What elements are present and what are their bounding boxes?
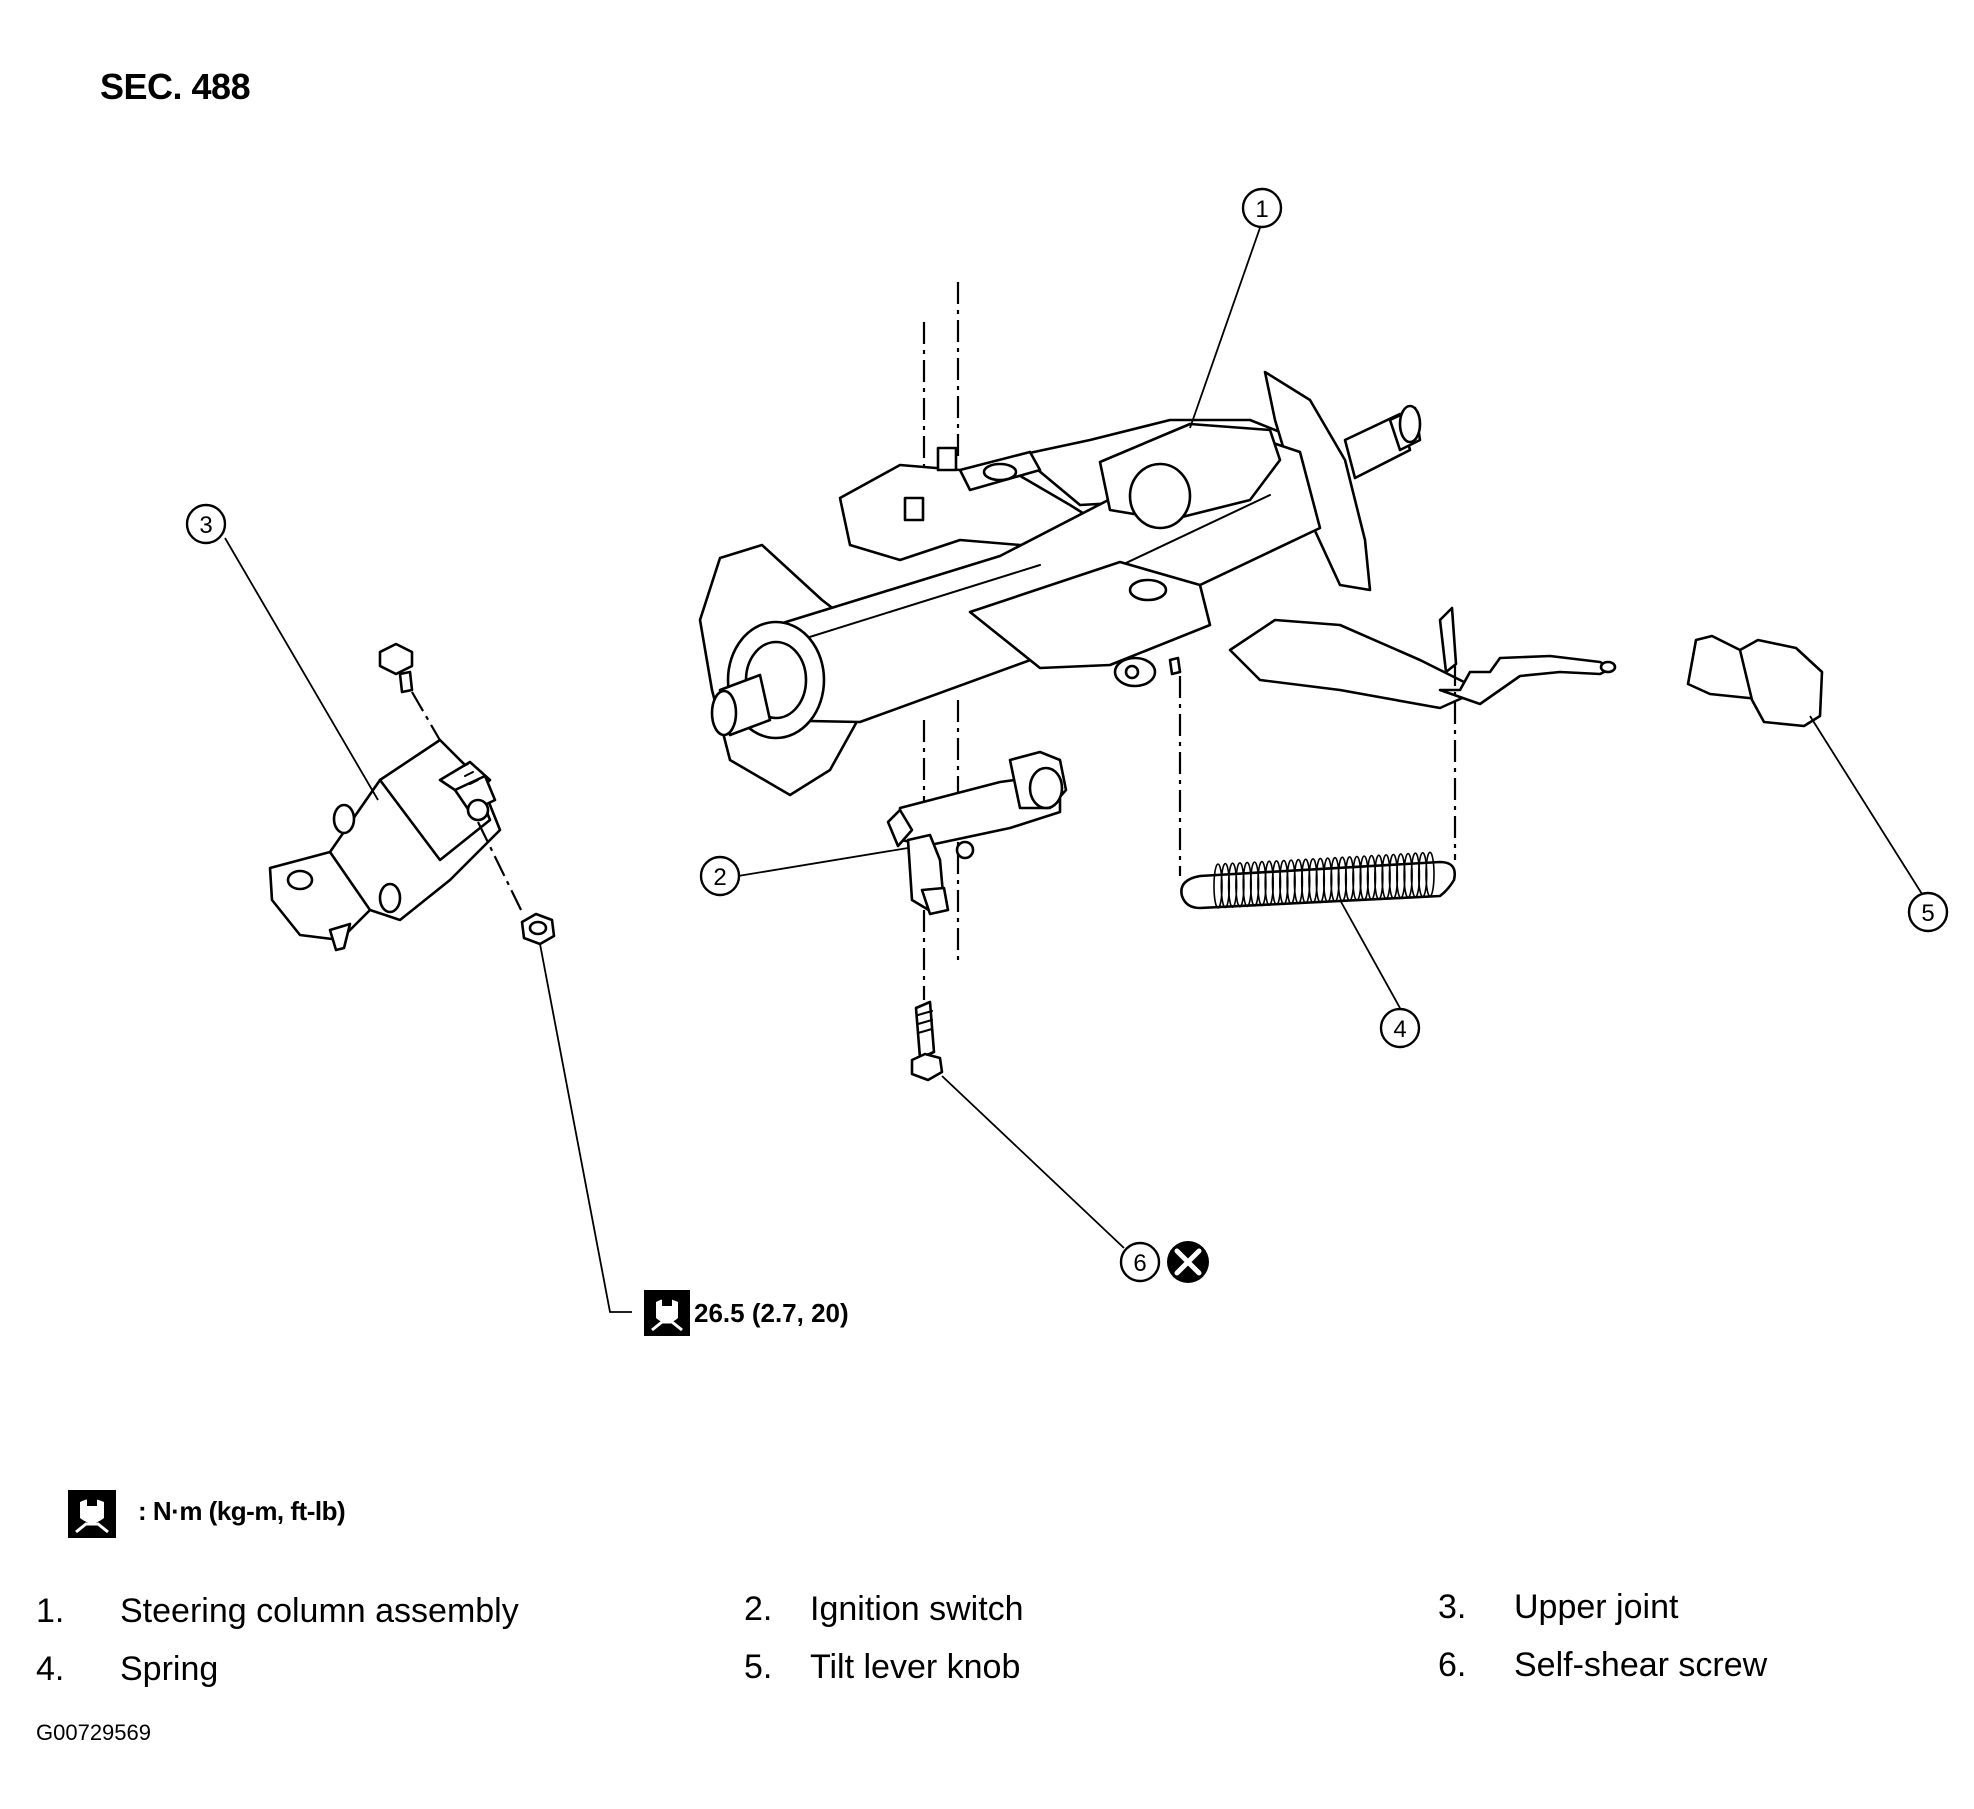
spring-coil — [1425, 851, 1435, 898]
callout-2: 2 — [699, 855, 741, 897]
callout-4-number: 4 — [1393, 1016, 1406, 1043]
figure-id: G00729569 — [36, 1720, 151, 1745]
torque-wrench-icon — [68, 1490, 116, 1538]
callout-4: 4 — [1379, 1007, 1421, 1049]
upper-joint — [268, 642, 556, 952]
torque-unit-legend: : N·m (kg-m, ft-lb) — [138, 1496, 346, 1526]
steering-column-assembly — [698, 282, 1617, 1000]
callout-1: 1 — [1241, 187, 1283, 229]
ignition-switch — [886, 750, 1068, 1082]
callout-5: 5 — [1907, 891, 1949, 933]
callout-5-number: 5 — [1921, 900, 1934, 927]
list-item-number: 3. — [1438, 1588, 1467, 1626]
parts-list: 1. Steering column assembly 2. Ignition … — [0, 1588, 1974, 1722]
callout-6: 6 — [1119, 1241, 1161, 1283]
list-item-number: 6. — [1438, 1646, 1467, 1684]
list-item-number: 5. — [744, 1648, 773, 1686]
spring — [1180, 851, 1456, 910]
callout-1-number: 1 — [1255, 196, 1268, 223]
list-item-label: Self-shear screw — [1514, 1646, 1768, 1684]
list-item-label: Ignition switch — [810, 1590, 1024, 1628]
callout-3-number: 3 — [199, 512, 212, 539]
list-item-number: 4. — [36, 1650, 65, 1688]
list-item-label: Upper joint — [1514, 1588, 1679, 1626]
list-item-label: Tilt lever knob — [810, 1648, 1021, 1686]
section-title: SEC. 488 — [100, 66, 251, 107]
callout-2-number: 2 — [713, 864, 726, 891]
torque-spec: 26.5 (2.7, 20) — [694, 1298, 849, 1328]
list-item-label: Steering column assembly — [120, 1592, 519, 1630]
torque-wrench-icon — [644, 1290, 690, 1336]
callout-3: 3 — [185, 503, 227, 545]
list-item-number: 2. — [744, 1590, 773, 1628]
list-item-label: Spring — [120, 1650, 219, 1688]
callout-6-number: 6 — [1133, 1250, 1146, 1277]
tilt-lever-knob — [1686, 634, 1824, 728]
x-circle-icon — [1167, 1241, 1209, 1283]
leader-lines — [224, 221, 1923, 1313]
list-item-number: 1. — [36, 1592, 65, 1630]
